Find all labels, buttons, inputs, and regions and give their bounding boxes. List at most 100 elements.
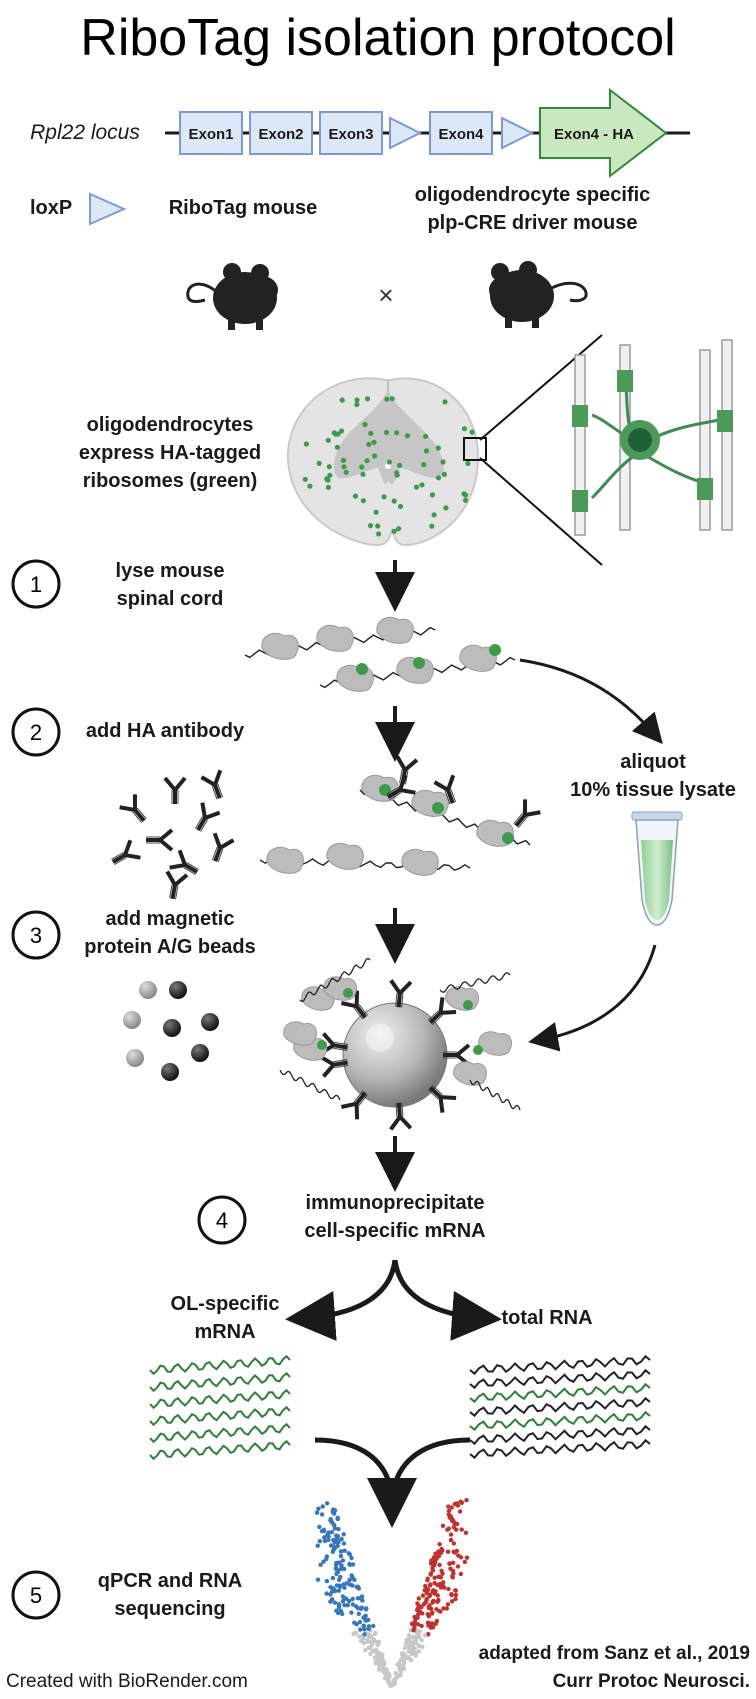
ol-dot: [383, 429, 390, 435]
ol-dot: [404, 433, 410, 439]
step-2-text-1: add HA antibody: [85, 720, 245, 742]
ol-dot: [391, 528, 397, 534]
exon4-ha-label: Exon4 - HA: [554, 126, 634, 143]
spinal-cord-section: [286, 334, 603, 566]
ol-dot: [396, 526, 402, 532]
ol-dot: [343, 469, 349, 475]
ol-dot: [442, 399, 448, 405]
exon1-box: Exon1: [179, 111, 243, 155]
ol-dot: [414, 484, 420, 490]
aliquot-arrow: [519, 658, 663, 745]
ol-dot: [360, 471, 366, 477]
exon2-box: Exon2: [249, 111, 313, 155]
citation-line-2: Curr Protoc Neurosci.: [552, 1671, 750, 1692]
ol-dot: [423, 448, 430, 454]
ol-dot: [325, 437, 331, 443]
ol-dot: [360, 498, 366, 504]
ol-dot: [376, 531, 382, 537]
exon3-label: Exon3: [328, 126, 373, 143]
spinal-text-3: ribosomes (green): [82, 470, 258, 492]
total-rna-text: total RNA: [501, 1307, 593, 1329]
ol-dot: [463, 492, 469, 498]
ol-dot: [339, 397, 345, 403]
volcano-plot-icon: [314, 1498, 470, 1689]
ol-dot: [389, 396, 395, 402]
step-5-text-2: sequencing: [114, 1598, 226, 1620]
step-2-circle: 2: [11, 707, 61, 757]
ribotag-mouse-icon: [186, 263, 278, 330]
ol-dot: [367, 523, 374, 529]
loxp-site-1: [389, 116, 423, 150]
ol-dot: [441, 471, 447, 477]
ol-dot: [325, 484, 331, 490]
step-3-circle: 3: [11, 910, 61, 960]
ol-dot: [316, 460, 322, 466]
aliquot-text-2: 10% tissue lysate: [570, 779, 736, 801]
ol-dot: [381, 494, 387, 500]
ol-dot: [341, 464, 347, 470]
exon3-box: Exon3: [319, 111, 383, 155]
ol-dot: [327, 472, 333, 478]
ol-dot: [443, 505, 449, 511]
bead-ribosome-complex: [279, 957, 521, 1131]
ha-tagged-oligodendrocyte-dots: [302, 396, 475, 537]
ol-dot: [394, 430, 400, 436]
ol-dot: [366, 441, 372, 447]
step-3-number: 3: [30, 923, 42, 948]
ol-dot: [354, 397, 360, 403]
ol-dot: [423, 433, 429, 439]
ol-dot: [325, 477, 331, 483]
driver-mouse-label-2: plp-CRE driver mouse: [427, 212, 638, 234]
ol-dot: [302, 476, 308, 482]
ol-specific-text-2: mRNA: [194, 1321, 256, 1343]
step-4-number: 4: [216, 1208, 228, 1233]
ol-dot: [354, 401, 360, 408]
locus-label: Rpl22 locus: [30, 121, 140, 144]
ol-dot: [419, 482, 425, 488]
ol-dot: [375, 523, 381, 529]
ol-dot: [368, 430, 374, 436]
step-5-circle: 5: [11, 1570, 61, 1620]
ol-dot: [461, 426, 468, 432]
ol-dot: [334, 444, 340, 450]
ribotag-mouse-label: RiboTag mouse: [168, 197, 318, 219]
ol-dot: [340, 457, 346, 463]
step-3-text-1: add magnetic: [105, 908, 235, 930]
driver-mouse-label-1: oligodendrocyte specific: [414, 184, 651, 206]
ol-dot: [435, 445, 441, 451]
antibody-bound-ribosomes: [259, 755, 541, 876]
step-1-text-2: spinal cord: [116, 588, 224, 610]
ol-dot: [326, 464, 332, 470]
step-1-text-1: lyse mouse: [115, 560, 225, 582]
ha-antibodies: [111, 769, 235, 900]
ol-dot: [440, 459, 446, 465]
step-1-number: 1: [30, 572, 42, 597]
ol-dot: [386, 459, 392, 465]
cre-driver-mouse-icon: [489, 261, 588, 328]
ol-dot: [364, 458, 370, 464]
ol-dot: [331, 430, 337, 436]
step-4-text-1: immunoprecipitate: [305, 1192, 485, 1214]
exon2-label: Exon2: [258, 126, 303, 143]
step-3-text-2: protein A/G beads: [84, 936, 256, 958]
ol-dot: [397, 503, 404, 510]
ol-dot: [373, 509, 379, 515]
ol-dot: [465, 460, 471, 467]
spinal-text-1: oligodendrocytes: [86, 414, 254, 436]
loxp-site-2: [501, 116, 535, 150]
ol-dot: [303, 441, 309, 447]
ol-dot: [469, 429, 475, 435]
ol-dot: [371, 439, 377, 445]
aliquot-text-1: aliquot: [620, 751, 686, 773]
citation-line-1: adapted from Sanz et al., 2019: [478, 1643, 750, 1664]
step-2-number: 2: [30, 720, 42, 745]
exon4-label: Exon4: [438, 126, 484, 143]
page-title: RiboTag isolation protocol: [80, 9, 676, 67]
ol-specific-mrna-strands: [149, 1354, 291, 1461]
tube-to-bead-arrow: [528, 944, 657, 1052]
ol-dot: [429, 523, 435, 529]
ol-dot: [338, 428, 345, 434]
step-5-text-1: qPCR and RNA: [97, 1570, 243, 1592]
ol-dot: [391, 498, 397, 504]
